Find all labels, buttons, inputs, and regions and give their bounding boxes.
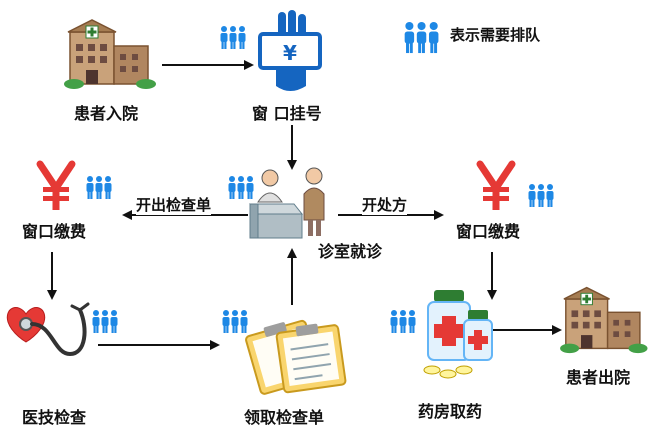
queue-icon-payment-right [529,184,554,207]
node-label-payment-right: 窗口缴费 [456,222,521,241]
queue-icon-consultation [229,176,254,199]
queue-icon-payment-left [87,176,112,199]
queue-icon-exam [93,310,118,333]
hospital-icon-admission [63,19,157,90]
node-label-discharge: 患者出院 [566,368,631,387]
clipboard-icon [245,319,347,395]
edge-label-issue-exam: 开出检查单 [136,194,212,215]
node-label-get-report: 领取检查单 [244,408,325,427]
svg-text:¥: ¥ [283,41,297,65]
node-label-pharmacy: 药房取药 [418,402,483,421]
queue-icon-registration [221,26,246,49]
stethoscope-heart-icon [6,302,90,357]
yuan-icon-left [40,164,72,210]
node-label-admission: 患者入院 [74,104,139,123]
doctor-patient-icon [248,167,325,239]
edge-label-prescribe: 开处方 [362,194,408,215]
node-label-exam: 医技检查 [22,408,87,427]
queue-icon-get-report [223,310,248,333]
queue-icon-pharmacy [391,310,416,333]
yuan-icon-right [480,164,512,210]
hospital-icon-discharge [559,286,649,354]
hand-yuan-card-icon: ¥ [258,10,322,91]
node-label-consultation: 诊室就诊 [318,242,383,261]
legend-queue-icon [405,22,439,53]
medicine-bottles-icon [423,290,493,379]
node-label-registration: 窗 口挂号 [252,104,322,123]
node-label-payment-left: 窗口缴费 [22,222,87,241]
legend-label: 表示需要排队 [450,26,541,44]
